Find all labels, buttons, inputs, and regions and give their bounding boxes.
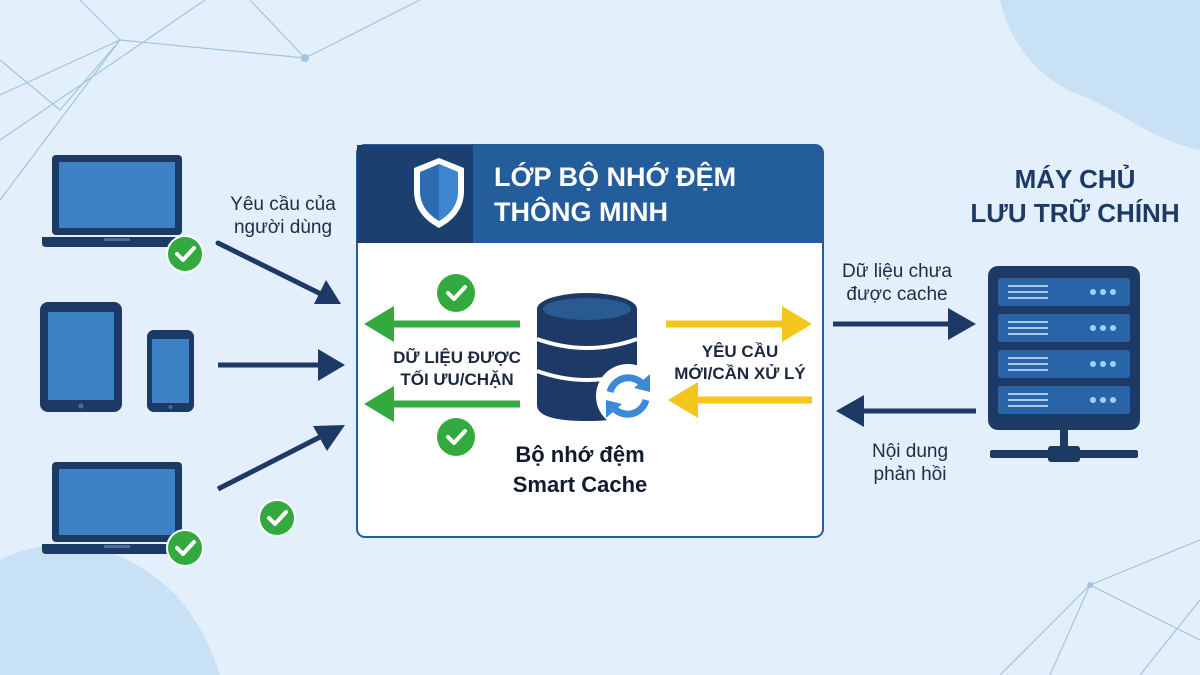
server-icon	[988, 266, 1140, 462]
user-request-line-1: Yêu cầu của	[230, 194, 336, 215]
laptop-icon	[42, 462, 192, 554]
tablet-icon	[40, 302, 122, 412]
check-icon	[166, 235, 204, 273]
check-icon	[437, 418, 475, 456]
new-request-line-1: YÊU CẦU	[701, 342, 779, 361]
server-title-line-1: MÁY CHỦ	[1014, 164, 1136, 194]
optimized-data-line-1: DỮ LIỆU ĐƯỢC	[393, 348, 521, 367]
phone-icon	[147, 330, 194, 412]
user-request-line-2: người dùng	[233, 217, 333, 238]
new-request-arrow	[668, 382, 812, 418]
panel-title: LỚP BỘ NHỚ ĐỆM THÔNG MINH	[494, 160, 814, 230]
request-arrow	[216, 425, 345, 492]
optimized-data-arrow	[364, 306, 520, 342]
cache-caption-line-1: Bộ nhớ đệm	[515, 442, 645, 467]
panel-title-line-1: LỚP BỘ NHỚ ĐỆM	[494, 162, 737, 192]
cache-caption: Bộ nhớ đệm Smart Cache	[480, 440, 680, 500]
response-arrow	[836, 395, 976, 427]
request-arrow	[218, 349, 345, 381]
check-icon	[258, 499, 296, 537]
user-request-label: Yêu cầu của người dùng	[208, 193, 358, 239]
check-icon	[437, 274, 475, 312]
optimized-data-arrow	[364, 386, 520, 422]
not-cached-label: Dữ liệu chưa được cache	[822, 260, 972, 306]
server-title: MÁY CHỦ LƯU TRỮ CHÍNH	[955, 162, 1195, 230]
check-icon	[166, 529, 204, 567]
laptop-icon	[42, 155, 192, 247]
new-request-line-2: MỚI/CẦN XỬ LÝ	[674, 364, 806, 383]
response-line-1: Nội dung	[871, 441, 949, 462]
not-cached-line-2: được cache	[846, 284, 948, 305]
optimized-data-line-2: TỐI ƯU/CHẶN	[400, 370, 514, 389]
refresh-icon	[596, 364, 660, 428]
request-arrow	[215, 240, 341, 304]
new-request-arrow	[666, 306, 812, 342]
panel-title-line-2: THÔNG MINH	[494, 197, 668, 227]
optimized-data-label: DỮ LIỆU ĐƯỢC TỐI ƯU/CHẶN	[378, 347, 536, 391]
not-cached-line-1: Dữ liệu chưa	[842, 261, 952, 282]
shield-icon	[414, 158, 464, 228]
server-title-line-2: LƯU TRỮ CHÍNH	[970, 198, 1180, 228]
response-line-2: phản hồi	[873, 464, 947, 485]
new-request-label: YÊU CẦU MỚI/CẦN XỬ LÝ	[660, 341, 820, 385]
forward-arrow	[833, 308, 976, 340]
cache-caption-line-2: Smart Cache	[512, 472, 648, 497]
response-label: Nội dung phản hồi	[835, 440, 985, 486]
